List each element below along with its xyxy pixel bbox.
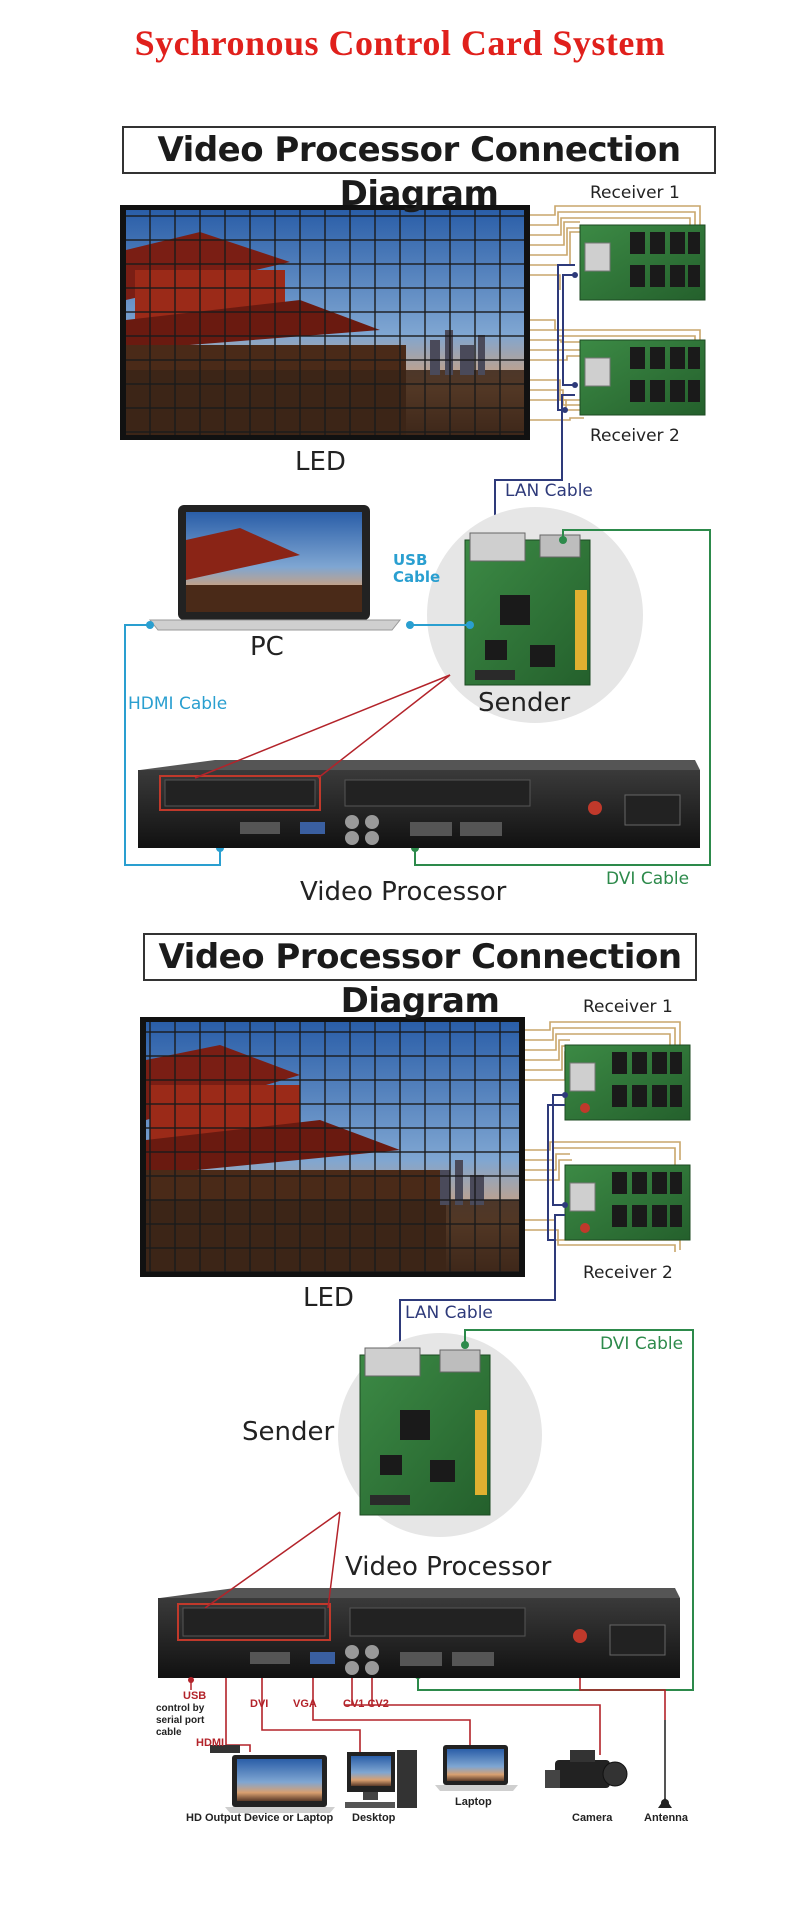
hd-output-device-icon [210,1745,335,1813]
usb-cable-label-line1: USB [393,551,428,569]
slot-guide-lines-2 [204,1511,341,1609]
laptop-icon [435,1745,518,1791]
sender-label-2: Sender [242,1417,335,1447]
led-screen-image [120,205,530,440]
cv-port-label: CV1 CV2 [343,1698,389,1710]
receiver1-label: Receiver 1 [590,183,680,203]
receiver-card-icon [579,224,706,301]
hdmi-port-label: HDMI [196,1737,225,1749]
receiver2-label-2: Receiver 2 [583,1263,673,1283]
usb-cable-label: USB Cable [393,552,440,586]
usb-note-line3: cable [156,1727,182,1738]
pc-label: PC [250,632,284,662]
hdmi-cable-label: HDMI Cable [128,694,228,714]
slot-guide-lines-1 [194,674,451,779]
usb-port-label: USB [183,1690,207,1702]
video-processor-icon [158,1588,680,1678]
receiver-card-icon [564,1164,691,1241]
diagram2-title: Video Processor Connection Diagram [143,933,697,1021]
laptop-icon [148,505,402,631]
camera-label: Camera [572,1812,613,1824]
lan-cable-label-2: LAN Cable [405,1303,493,1323]
usb-cable-label-line2: Cable [393,568,441,586]
led-label-2: LED [303,1283,354,1313]
dvi-cable-line-2 [417,1329,694,1691]
camera-icon [545,1750,628,1788]
lan-cable-line-1 [494,264,575,540]
receiver2-label: Receiver 2 [590,426,680,446]
dvi-port-label: DVI [250,1698,269,1710]
dvi-cable-label: DVI Cable [606,869,690,889]
receiver-card-icon [579,339,706,416]
laptop-label: Laptop [455,1796,492,1808]
antenna-label: Antenna [644,1812,688,1824]
receiver1-label-2: Receiver 1 [583,997,673,1017]
video-processor-label: Video Processor [300,877,507,907]
desktop-icon [345,1750,417,1808]
lan-cable-line-2 [399,1094,565,1350]
lan-cable-label: LAN Cable [505,481,593,501]
hd-output-label: HD Output Device or Laptop [186,1812,334,1824]
led-label: LED [295,447,346,477]
video-processor-label-2: Video Processor [345,1552,552,1582]
receiver-card-icon [564,1044,691,1121]
hdmi-cable-line [124,624,221,866]
video-processor-icon [138,760,700,848]
usb-note-line2: serial port [156,1715,205,1726]
sender-card-icon [359,1347,491,1516]
usb-note: control by serial port cable [156,1703,204,1739]
led-screen-image [140,1017,525,1277]
antenna-icon [658,1720,672,1808]
vga-port-label: VGA [293,1698,317,1710]
desktop-label: Desktop [352,1812,396,1824]
page-title: Sychronous Control Card System [134,23,666,63]
dvi-cable-label-2: DVI Cable [600,1334,684,1354]
sender-card-icon [464,532,591,686]
diagram1-title: Video Processor Connection Diagram [122,126,716,214]
usb-note-line1: control by [156,1703,205,1714]
sender-label: Sender [478,688,571,718]
dvi-cable-line-1 [414,529,711,866]
